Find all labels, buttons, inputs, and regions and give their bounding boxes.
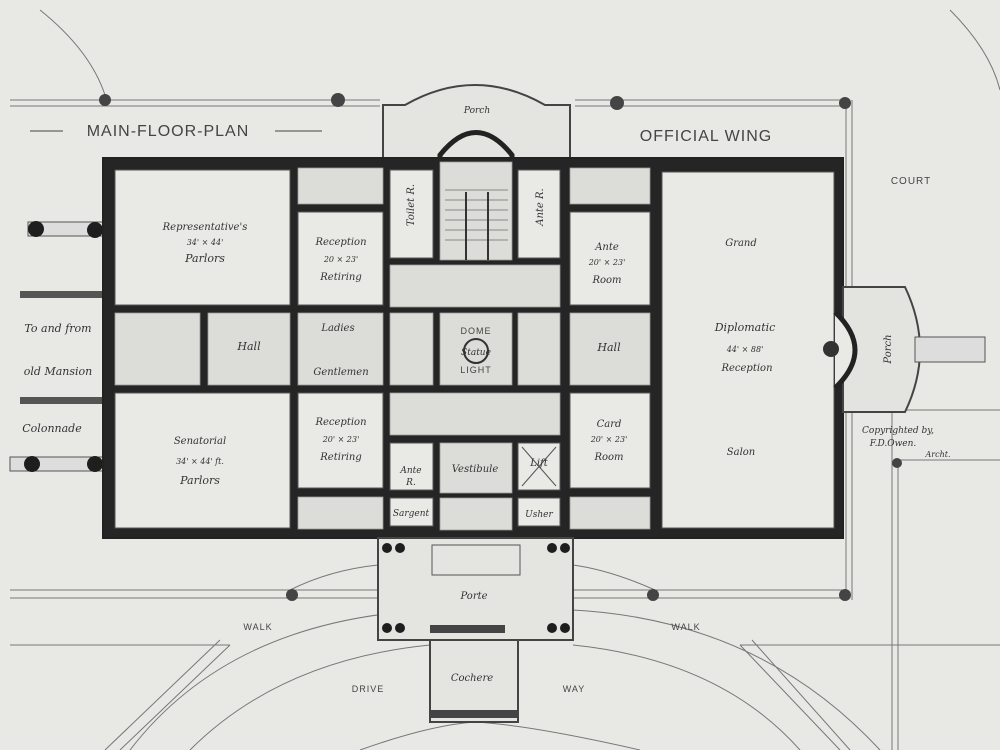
reception-label: Reception	[720, 363, 772, 374]
copyright-line-1: Copyrighted by,	[862, 426, 934, 436]
usher-label: Usher	[525, 510, 553, 520]
cochere-label: Cochere	[451, 673, 493, 684]
grand-label: Grand	[725, 238, 757, 249]
ante-r-bottom-line1: Ante	[399, 466, 421, 476]
dome-label: DOME	[461, 326, 492, 336]
ornament-markers	[99, 93, 902, 601]
rep-parlors-label: Parlors	[184, 252, 225, 265]
sargent-label: Sargent	[393, 509, 430, 519]
hall-right-label: Hall	[596, 341, 621, 354]
note-line-1: To and from	[24, 322, 91, 335]
porte-label: Porte	[459, 591, 487, 602]
ladies-label: Ladies	[320, 323, 354, 334]
reception-bottom-label: Retiring	[319, 452, 361, 463]
reception-bottom-name: Reception	[314, 417, 366, 428]
ante-room-size: 20' × 23'	[588, 258, 626, 267]
ante-room-label: Room	[591, 275, 621, 286]
ante-room-name: Ante	[594, 242, 619, 253]
diplomatic-label: Diplomatic	[714, 321, 776, 334]
copyright-line-3: Archt.	[925, 450, 951, 459]
porch-top-label: Porch	[463, 106, 490, 116]
senatorial-name: Senatorial	[174, 436, 226, 447]
statue-label: Statue	[461, 348, 491, 358]
statue-icon	[463, 338, 489, 364]
reception-top-name: Reception	[314, 237, 366, 248]
wing-title: OFFICIAL WING	[640, 128, 772, 145]
top-porch	[382, 84, 571, 160]
grand-size: 44' × 88'	[726, 345, 764, 354]
card-room-name: Card	[597, 419, 622, 430]
gentlemen-label: Gentlemen	[313, 367, 368, 378]
ante-r-bottom-line2: R.	[405, 478, 416, 488]
reception-bottom-size: 20' × 23'	[322, 435, 360, 444]
walk-right-label: WALK	[671, 622, 700, 632]
lift-cross	[521, 446, 557, 487]
way-label: WAY	[563, 684, 586, 694]
reception-top-label: Retiring	[319, 272, 361, 283]
rooms	[114, 161, 835, 531]
card-room-size: 20' × 23'	[590, 435, 628, 444]
vestibule-label: Vestibule	[452, 464, 499, 475]
note-line-3: Colonnade	[22, 422, 82, 435]
salon-label: Salon	[727, 447, 755, 458]
light-label: LIGHT	[460, 365, 492, 375]
rep-parlors-name: Representative's	[162, 222, 248, 233]
lift-label: Lift	[529, 458, 549, 469]
toilet-label: Toilet R.	[406, 184, 417, 226]
hall-left-label: Hall	[236, 340, 261, 353]
right-porch	[823, 286, 986, 413]
ante-r-top-label: Ante R.	[535, 188, 546, 227]
stairs	[445, 189, 508, 260]
porte-cochere	[377, 537, 574, 723]
rep-parlors-size: 34' × 44'	[187, 238, 224, 247]
card-room-label: Room	[593, 452, 623, 463]
senatorial-label: Parlors	[179, 474, 220, 487]
note-line-2: old Mansion	[24, 365, 92, 378]
plan-title: MAIN-FLOOR-PLAN	[87, 123, 250, 140]
reception-top-size: 20 × 23'	[323, 255, 358, 264]
court-label: COURT	[891, 176, 931, 187]
porch-right-label: Porch	[883, 334, 894, 364]
senatorial-size: 34' × 44' ft.	[176, 457, 224, 466]
walk-left-label: WALK	[243, 622, 272, 632]
colonnade-stubs	[9, 221, 104, 472]
copyright-line-2: F.D.Owen.	[869, 439, 917, 449]
drive-label: DRIVE	[352, 684, 385, 694]
